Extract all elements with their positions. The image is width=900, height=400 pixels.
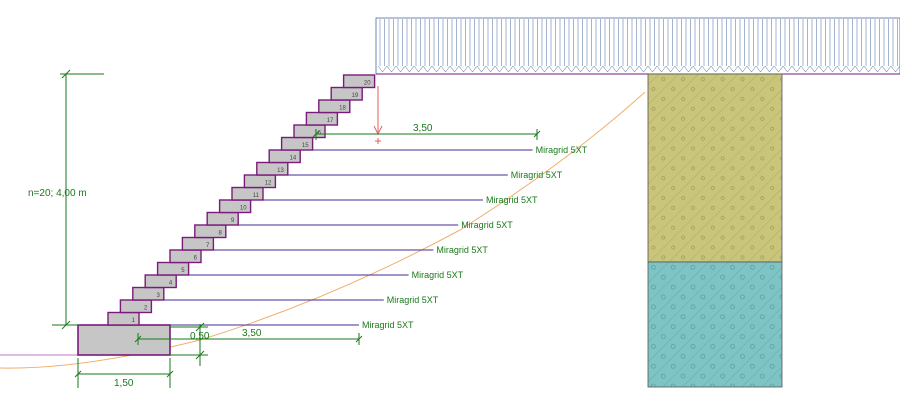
wall-block: 11 [231, 186, 264, 201]
soil-layer-upper [647, 73, 783, 263]
dimension-base-width [74, 358, 174, 388]
wall-block: 1 [107, 311, 140, 326]
wall-block: 3 [132, 286, 165, 301]
block-number: 19 [352, 93, 359, 99]
block-number: 3 [156, 293, 160, 299]
dimension-top-anchor [312, 129, 541, 140]
geogrid-label: Miragrid 5XT [461, 220, 513, 230]
wall-block: 6 [169, 249, 202, 264]
wall-block: 7 [181, 236, 215, 251]
wall-block: 5 [156, 261, 190, 276]
wall-block: 10 [218, 199, 252, 214]
block-number: 5 [181, 268, 185, 274]
surcharge-box [375, 17, 900, 75]
block-number: 6 [194, 255, 198, 261]
wall-block: 4 [144, 274, 177, 289]
geogrid-layer: Miragrid 5XT [212, 245, 488, 255]
soil-profile [647, 73, 783, 388]
geogrid-label: Miragrid 5XT [387, 295, 439, 305]
geogrid-layer: Miragrid 5XT [286, 170, 563, 180]
block-number: 2 [144, 305, 148, 311]
foundation-block [77, 324, 171, 356]
dimension-height [52, 69, 104, 330]
geogrid-layer: Miragrid 5XT [138, 320, 414, 330]
geogrid-label: Miragrid 5XT [536, 145, 588, 155]
block-number: 1 [132, 318, 136, 324]
wall-block: 19 [330, 86, 363, 101]
wall-block: 15 [280, 136, 314, 151]
wall-block: 20 [342, 74, 376, 89]
top-anchor-length-label: 3,50 [413, 123, 433, 134]
block-number: 12 [265, 180, 272, 186]
block-number: 10 [240, 205, 247, 211]
block-number: 16 [314, 130, 321, 136]
wall-block: 13 [256, 161, 289, 176]
block-number: 20 [364, 80, 371, 86]
wall-block: 9 [206, 211, 239, 226]
block-number: 18 [339, 105, 346, 111]
wall-block: 18 [318, 99, 351, 114]
geogrid-layer: Miragrid 5XT [162, 295, 439, 305]
geogrid-label: Miragrid 5XT [362, 320, 414, 330]
block-number: 17 [327, 118, 334, 124]
bottom-anchor-length-label: 3,50 [242, 328, 262, 339]
geogrid-layer: Miragrid 5XT [311, 145, 588, 155]
slip-surface-curve [0, 91, 646, 369]
wall-block: 17 [305, 111, 339, 126]
wall-block: 16 [293, 124, 326, 139]
block-number: 4 [169, 280, 173, 286]
surcharge-load [375, 17, 900, 75]
block-number: 8 [218, 230, 222, 236]
wall-block: 12 [243, 174, 277, 189]
surcharge-hatch [377, 19, 900, 73]
base-width-label: 1,50 [114, 378, 134, 389]
soil-layer-lower [647, 261, 783, 388]
geogrid-layer: Miragrid 5XT [187, 270, 464, 280]
block-number: 9 [231, 218, 235, 224]
geogrid-label: Miragrid 5XT [511, 170, 563, 180]
geogrid-layers: Miragrid 5XT Miragrid 5XT Miragrid 5XT Mira… [138, 145, 588, 330]
wall-block: 14 [268, 149, 301, 164]
block-number: 13 [277, 168, 284, 174]
block-number: 7 [206, 243, 210, 249]
geogrid-label: Miragrid 5XT [436, 245, 488, 255]
base-offset-label: 0,50 [190, 331, 210, 342]
dimension-base-offset [170, 322, 208, 366]
wall-height-label: n=20; 4,00 m [28, 188, 87, 199]
geogrid-label: Miragrid 5XT [486, 195, 538, 205]
wall-block: 8 [194, 224, 227, 239]
geogrid-layer: Miragrid 5XT [262, 195, 538, 205]
load-arrow [373, 86, 383, 144]
block-number: 15 [302, 143, 309, 149]
block-number: 14 [290, 155, 297, 161]
wall-block: 2 [119, 299, 153, 314]
geogrid-label: Miragrid 5XT [412, 270, 464, 280]
dimension-bottom-anchor [134, 333, 363, 345]
block-number: 11 [253, 193, 260, 199]
geogrid-layer: Miragrid 5XT [237, 220, 513, 230]
